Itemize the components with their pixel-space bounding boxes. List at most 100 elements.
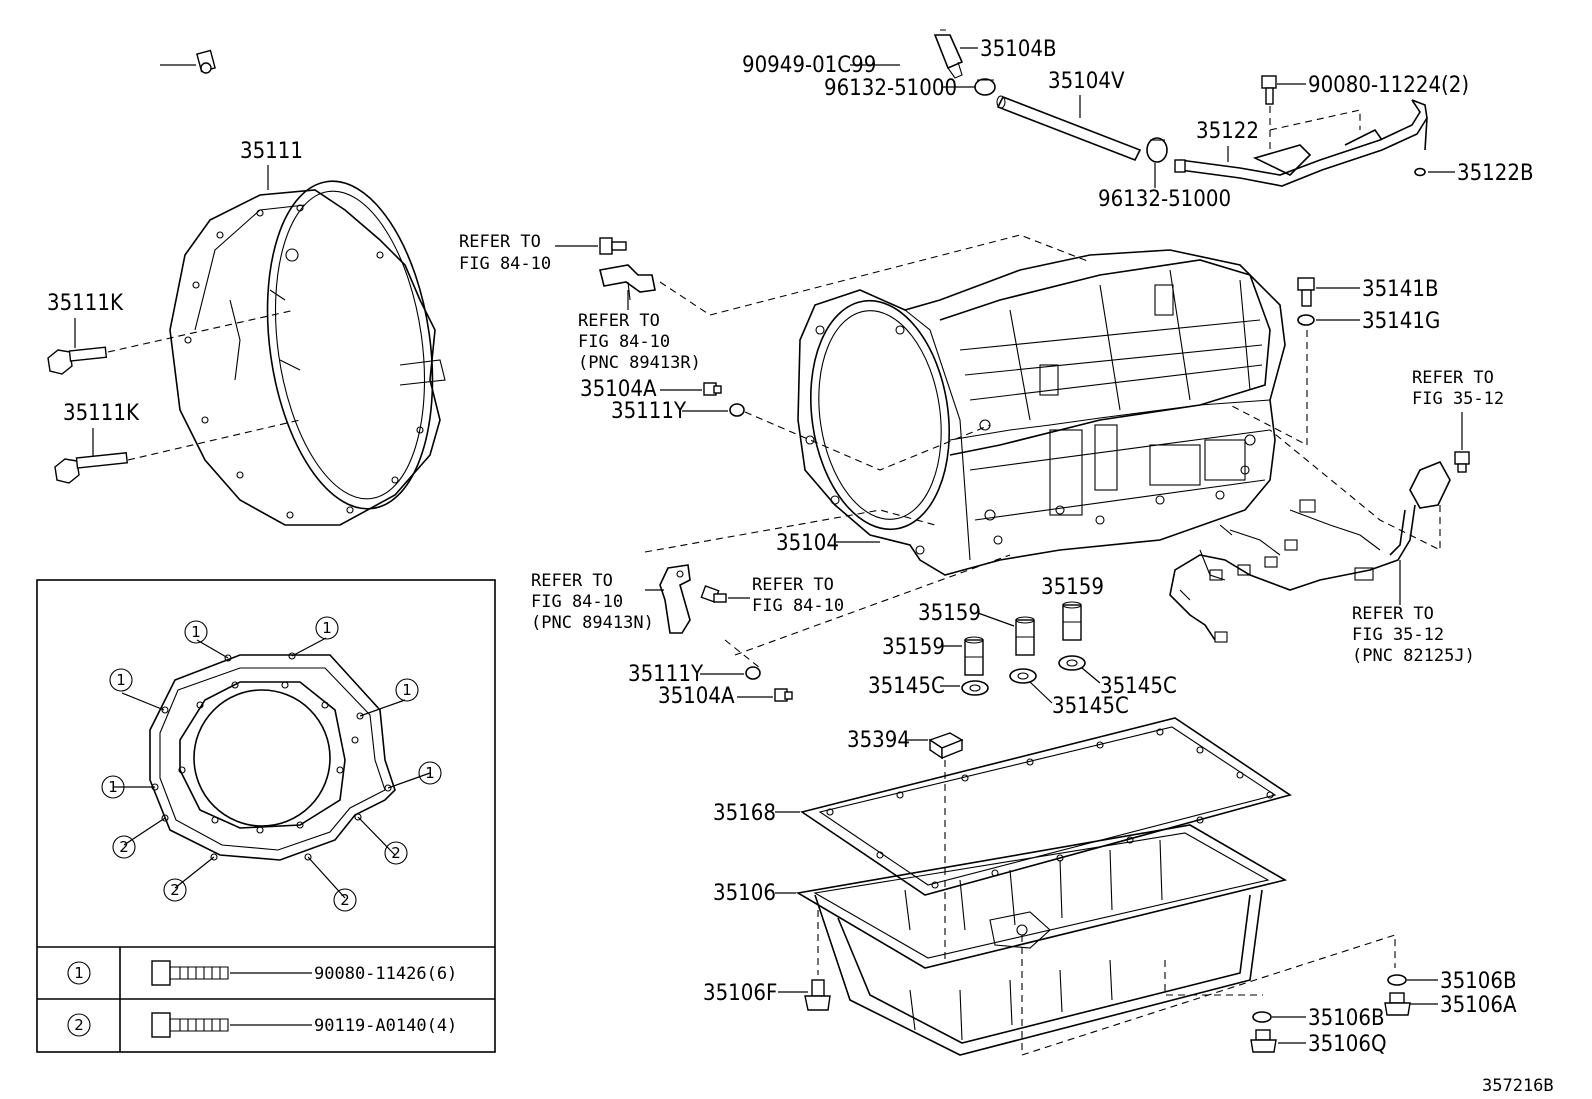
callout-35104b[interactable]: 35104B: [980, 37, 1057, 62]
legend-row-1: 1 90080-11426(6): [67, 960, 457, 986]
callout-35111y-upper[interactable]: 35111Y: [611, 399, 687, 424]
plug-35104a-upper[interactable]: [703, 382, 722, 396]
breather-hose-35104v[interactable]: [996, 95, 1142, 162]
callout-35141g[interactable]: 35141G: [1362, 309, 1440, 334]
svg-text:REFER TO: REFER TO: [752, 575, 834, 595]
callout-35106f[interactable]: 35106F: [703, 981, 777, 1006]
plug-35106a[interactable]: [1384, 992, 1411, 1016]
legend-row-marker: 2: [74, 1016, 84, 1034]
refer-fig-84-10-a[interactable]: REFER TO FIG 84-10: [459, 232, 551, 274]
callout-35104a-lower[interactable]: 35104A: [658, 684, 735, 709]
callout-35111y-lower[interactable]: 35111Y: [628, 662, 704, 687]
union-35104b[interactable]: [933, 29, 964, 79]
legend-marker: 1: [108, 778, 118, 796]
refer-fig-84-10-pnc89413n[interactable]: REFER TO FIG 84-10 (PNC 89413N): [531, 571, 654, 633]
callout-35106b-lower[interactable]: 35106B: [1308, 1006, 1385, 1031]
callout-35394[interactable]: 35394: [847, 728, 910, 753]
svg-text:REFER TO: REFER TO: [459, 232, 541, 252]
svg-text:FIG 35-12: FIG 35-12: [1352, 625, 1444, 645]
legend-marker-circles: 1 1 1 1 1 1 2 2 2 2: [101, 616, 442, 912]
plug-35104a-lower[interactable]: [774, 688, 793, 702]
svg-text:(PNC 89413R): (PNC 89413R): [578, 353, 701, 373]
plug-35106q[interactable]: [1250, 1029, 1277, 1053]
callout-35141b[interactable]: 35141B: [1362, 277, 1439, 302]
seal-35145c-b[interactable]: [1009, 668, 1037, 684]
callout-35159-a[interactable]: 35159: [1041, 575, 1104, 600]
sleeve-35159-a[interactable]: [1062, 601, 1082, 641]
legend-part-90080-11426[interactable]: 90080-11426(6): [314, 964, 457, 984]
bolt-84-10[interactable]: [599, 237, 627, 255]
svg-text:REFER TO: REFER TO: [1352, 604, 1434, 624]
svg-text:FIG 84-10: FIG 84-10: [578, 332, 670, 352]
svg-text:(PNC 82125J): (PNC 82125J): [1352, 646, 1475, 666]
washer-35141g[interactable]: [1297, 314, 1315, 326]
callout-35111[interactable]: 35111: [240, 139, 303, 164]
speed-sensor-89413r[interactable]: [599, 264, 656, 301]
svg-text:FIG 84-10: FIG 84-10: [531, 592, 623, 612]
magnet-35394[interactable]: [928, 732, 964, 760]
legend-marker: 1: [191, 623, 201, 641]
seal-35145c-a[interactable]: [961, 680, 989, 696]
speed-sensor-89413n[interactable]: [659, 564, 691, 634]
bolt-90080-11224[interactable]: [1261, 75, 1277, 105]
bolt-84-10-b[interactable]: [700, 585, 727, 603]
svg-text:FIG 35-12: FIG 35-12: [1412, 389, 1504, 409]
callout-35122[interactable]: 35122: [1196, 119, 1259, 144]
callout-35111k-upper[interactable]: 35111K: [47, 291, 124, 316]
legend-marker: 2: [391, 844, 401, 862]
bolt-35106f[interactable]: [804, 979, 831, 1011]
callout-35168[interactable]: 35168: [713, 801, 776, 826]
bolt-35141b[interactable]: [1297, 277, 1315, 307]
gasket-35106b-lower[interactable]: [1252, 1011, 1272, 1023]
sleeve-35159-c[interactable]: [964, 636, 984, 676]
refer-fig-35-12-a[interactable]: REFER TO FIG 35-12: [1412, 368, 1504, 409]
callout-35111k-lower[interactable]: 35111K: [63, 401, 140, 426]
legend-marker: 1: [116, 671, 126, 689]
sleeve-35159-b[interactable]: [1015, 616, 1035, 656]
callout-35106q[interactable]: 35106Q: [1308, 1032, 1387, 1057]
svg-text:(PNC 89413N): (PNC 89413N): [531, 613, 654, 633]
callout-35145c-c[interactable]: 35145C: [1052, 694, 1129, 719]
o-ring-35111y-upper[interactable]: [729, 403, 745, 417]
seal-35145c-c[interactable]: [1058, 655, 1086, 671]
wire-harness-82125j[interactable]: [1169, 460, 1451, 643]
breather-plug-90949[interactable]: [196, 49, 216, 74]
legend-row-2: 2 90119-A0140(4): [67, 1012, 457, 1038]
converter-housing-35111[interactable]: [169, 170, 452, 526]
gasket-35106b-right[interactable]: [1387, 974, 1407, 986]
harness-bolt[interactable]: [1454, 451, 1470, 473]
callout-35159-b[interactable]: 35159: [918, 601, 981, 626]
refer-fig-35-12-pnc82125j[interactable]: REFER TO FIG 35-12 (PNC 82125J): [1352, 604, 1475, 666]
figure-id: 357216B: [1482, 1076, 1554, 1096]
legend-marker: 2: [170, 881, 180, 899]
transmission-case-35104[interactable]: [797, 249, 1286, 576]
hose-clip-96132-lower[interactable]: [1146, 137, 1168, 163]
bolt-35111k-lower[interactable]: [54, 452, 129, 484]
breather-tube-35122[interactable]: [1174, 99, 1428, 187]
oil-pan-35106[interactable]: [795, 824, 1288, 1056]
callout-35145c-b[interactable]: 35145C: [1100, 674, 1177, 699]
refer-fig-84-10-pnc89413r[interactable]: REFER TO FIG 84-10 (PNC 89413R): [578, 311, 701, 373]
legend-part-90119-a0140[interactable]: 90119-A0140(4): [314, 1016, 457, 1036]
svg-text:REFER TO: REFER TO: [578, 311, 660, 331]
pan-gasket-35168[interactable]: [800, 717, 1292, 896]
callout-96132-51000-a[interactable]: 96132-51000: [824, 76, 957, 101]
callout-35104v[interactable]: 35104V: [1048, 69, 1125, 94]
callout-35104a-upper[interactable]: 35104A: [580, 377, 657, 402]
callout-90080-11224[interactable]: 90080-11224(2): [1308, 73, 1469, 98]
hose-clip-96132-upper[interactable]: [974, 78, 996, 96]
callout-35122b[interactable]: 35122B: [1457, 161, 1534, 186]
o-ring-35111y-lower[interactable]: [745, 666, 761, 680]
gasket-35122b[interactable]: [1414, 167, 1426, 177]
callout-35106[interactable]: 35106: [713, 881, 776, 906]
refer-fig-84-10-b[interactable]: REFER TO FIG 84-10: [752, 575, 844, 616]
callout-35159-c[interactable]: 35159: [882, 635, 945, 660]
callout-35104[interactable]: 35104: [776, 531, 839, 556]
callout-35106a[interactable]: 35106A: [1440, 993, 1517, 1018]
callout-96132-51000-b[interactable]: 96132-51000: [1098, 187, 1231, 212]
callout-35106b-right[interactable]: 35106B: [1440, 969, 1517, 994]
callout-35145c-a[interactable]: 35145C: [868, 674, 945, 699]
bolt-35111k-upper[interactable]: [47, 346, 108, 375]
svg-text:REFER TO: REFER TO: [1412, 368, 1494, 388]
